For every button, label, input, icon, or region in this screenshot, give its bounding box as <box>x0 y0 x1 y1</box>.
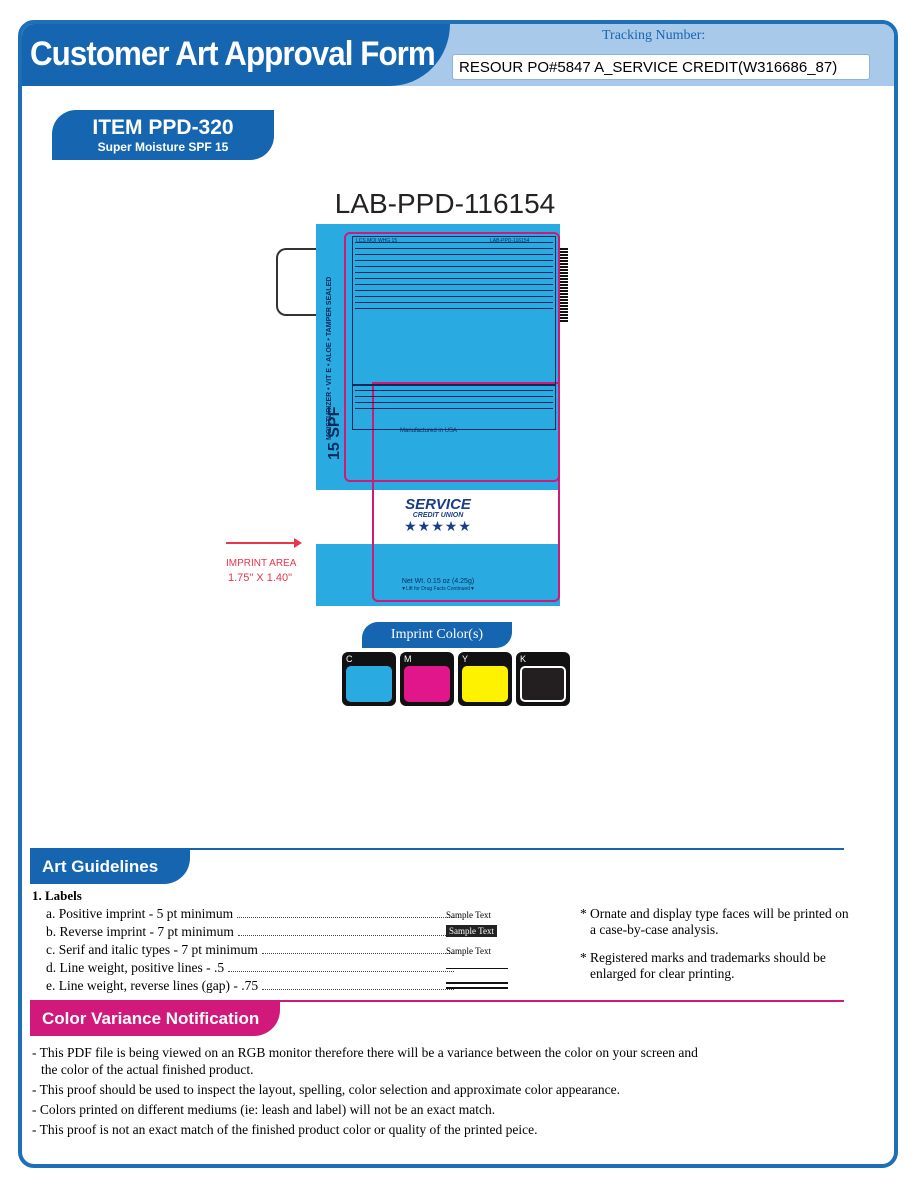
imprint-area-size: 1.75" X 1.40" <box>228 572 293 584</box>
swatch-letter: K <box>520 654 527 664</box>
brand-stars: ★★★★★ <box>404 518 472 534</box>
imprint-arrow-icon <box>226 538 302 548</box>
net-weight: Net Wt. 0.15 oz (4.25g) <box>401 578 475 585</box>
label-outline-bottom <box>372 382 560 602</box>
brand-name: SERVICE <box>405 496 471 513</box>
swatch-black: K <box>516 652 570 706</box>
brand-subname: CREDIT UNION <box>412 512 464 519</box>
guideline-row: d. Line weight, positive lines - .5 <box>46 960 458 976</box>
made-in-text: Manufactured in USA <box>400 428 458 434</box>
guideline-note: *Ornate and display type faces will be p… <box>580 906 849 937</box>
divider-magenta <box>30 1000 844 1002</box>
art-guidelines-title: Art Guidelines <box>30 850 190 884</box>
imprint-colors-title: Imprint Color(s) <box>362 622 512 648</box>
swatch-letter: M <box>404 654 412 664</box>
swatch-chip <box>520 666 566 702</box>
label-white-band <box>316 490 560 544</box>
swatch-chip <box>404 666 450 702</box>
item-name: Super Moisture SPF 15 <box>97 140 229 154</box>
imprint-area-label: IMPRINT AREA <box>226 558 297 569</box>
label-header-left: LCS MOI WHG 15 <box>356 238 398 244</box>
label-strap-icon <box>276 248 320 316</box>
line-reverse-sample-bottom <box>446 987 508 989</box>
barcode-icon <box>560 248 568 322</box>
line-positive-sample <box>446 968 508 969</box>
item-code: ITEM PPD-320 <box>92 116 234 139</box>
label-spf: 15 SPF <box>326 406 343 460</box>
color-variance-list: - This PDF file is being viewed on an RG… <box>32 1044 701 1141</box>
label-proof-art <box>316 224 560 606</box>
lift-text: ▼Lift for Drug Facts Continued▼ <box>401 586 475 592</box>
tracking-label: Tracking Number: <box>602 28 706 43</box>
guideline-row: e. Line weight, reverse lines (gap) - .7… <box>46 978 458 994</box>
swatch-letter: C <box>346 654 353 664</box>
labels-section-heading: 1. Labels <box>32 888 82 903</box>
list-item: - Colors printed on different mediums (i… <box>32 1102 496 1117</box>
guideline-row: b. Reverse imprint - 7 pt minimum <box>46 924 458 940</box>
label-outline-top <box>344 232 560 482</box>
list-item: - This proof should be used to inspect t… <box>32 1082 620 1097</box>
sample-reverse: Sample Text <box>446 925 497 937</box>
swatch-chip <box>462 666 508 702</box>
sample-serif: Sample Text <box>446 946 491 956</box>
tracking-number-field[interactable]: RESOUR PO#5847 A_SERVICE CREDIT(W316686_… <box>452 54 870 80</box>
color-variance-title: Color Variance Notification <box>30 1002 280 1036</box>
drug-facts-block <box>352 384 556 430</box>
guideline-row: a. Positive imprint - 5 pt minimum <box>46 906 458 922</box>
form-title: Customer Art Approval Form <box>30 35 436 73</box>
swatch-yellow: Y <box>458 652 512 706</box>
label-header-right: LAB-PPD-116154 <box>490 238 530 244</box>
swatch-cyan: C <box>342 652 396 706</box>
guideline-row: c. Serif and italic types - 7 pt minimum <box>46 942 458 958</box>
lab-code: LAB-PPD-116154 <box>334 188 556 219</box>
item-tab: ITEM PPD-320 Super Moisture SPF 15 <box>52 110 274 160</box>
sample-positive: Sample Text <box>446 910 491 920</box>
list-item: - This PDF file is being viewed on an RG… <box>32 1045 698 1077</box>
line-reverse-sample-top <box>446 982 508 984</box>
swatch-letter: Y <box>462 654 469 664</box>
divider-blue <box>30 848 844 850</box>
swatch-magenta: M <box>400 652 454 706</box>
list-item: - This proof is not an exact match of th… <box>32 1122 538 1137</box>
guideline-note: *Registered marks and trademarks should … <box>580 950 826 981</box>
header-title-block: Customer Art Approval Form <box>22 24 450 86</box>
form-frame: Customer Art Approval Form Tracking Numb… <box>18 20 898 1168</box>
swatch-chip <box>346 666 392 702</box>
drug-facts-continued-block <box>352 236 556 386</box>
